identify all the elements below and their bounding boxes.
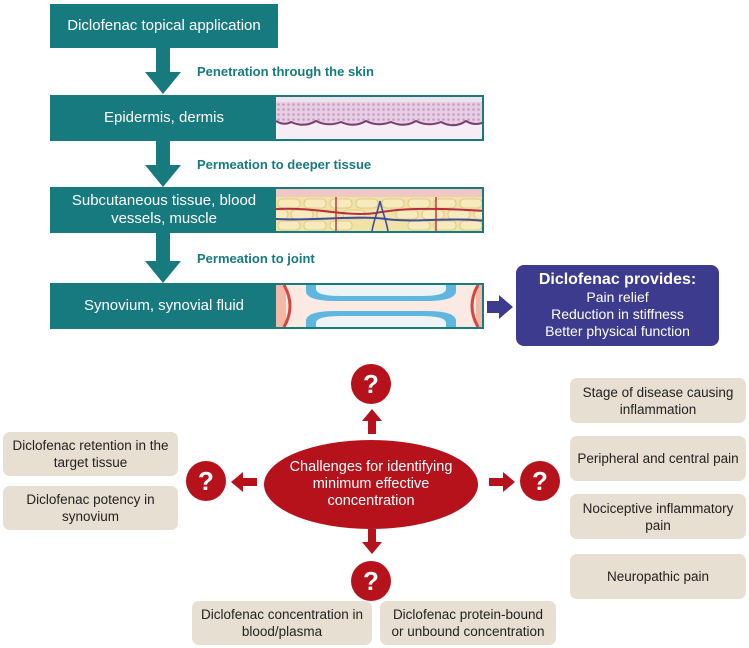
tissue-illustration: [276, 189, 482, 231]
provides-title: Diclofenac provides:: [538, 271, 697, 288]
down-arrow-2-icon: [145, 141, 181, 187]
arrow-label-deeper-tissue: Permeation to deeper tissue: [197, 157, 372, 172]
challenges-line-1: Challenges for identifying: [289, 459, 453, 475]
step-synovium: Synovium, synovial fluid: [50, 283, 484, 329]
provides-item-pain-relief: Pain relief: [586, 289, 649, 305]
arrow-label-joint: Permeation to joint: [197, 251, 315, 266]
left-box-potency: Diclofenac potency in synovium: [3, 486, 178, 530]
down-arrow-3-icon: [145, 233, 181, 283]
down-arrow-1-icon: [145, 48, 181, 94]
up-arrow-icon: [362, 409, 382, 434]
step-synovium-label: Synovium, synovial fluid: [52, 285, 276, 327]
bottom-box-protein-bound: Diclofenac protein-bound or unbound conc…: [380, 601, 556, 645]
right-arrow-provides-icon: [487, 295, 513, 319]
question-left-icon: ?: [186, 461, 226, 501]
step-epidermis: Epidermis, dermis: [50, 95, 484, 141]
top-box: Diclofenac topical application: [50, 4, 278, 48]
bottom-box-blood-concentration: Diclofenac concentration in blood/plasma: [192, 601, 372, 645]
joint-illustration: [276, 285, 482, 327]
left-arrow-icon: [231, 472, 257, 492]
arrow-label-penetration: Penetration through the skin: [197, 64, 374, 79]
down-arrow-red-icon: [362, 529, 382, 554]
provides-item-stiffness: Reduction in stiffness: [551, 306, 684, 322]
challenges-line-3: concentration: [327, 493, 415, 509]
provides-box: Diclofenac provides: Pain relief Reducti…: [516, 265, 719, 346]
skin-layer-illustration: [276, 97, 482, 139]
question-bottom-icon: ?: [351, 561, 391, 601]
question-top-icon: ?: [351, 364, 391, 404]
right-box-neuropathic: Neuropathic pain: [570, 554, 746, 599]
left-box-retention: Diclofenac retention in the target tissu…: [3, 432, 178, 476]
step-subcutaneous: Subcutaneous tissue, blood vessels, musc…: [50, 187, 484, 233]
step-epidermis-label: Epidermis, dermis: [52, 97, 276, 139]
right-box-nociceptive: Nociceptive inflammatory pain: [570, 494, 746, 539]
right-box-peripheral: Peripheral and central pain: [570, 436, 746, 481]
right-arrow-icon: [489, 472, 515, 492]
provides-item-physical-function: Better physical function: [545, 323, 690, 339]
challenges-line-2: minimum effective: [312, 476, 430, 492]
challenges-center-oval: Challenges for identifying minimum effec…: [264, 440, 478, 529]
step-subcutaneous-label: Subcutaneous tissue, blood vessels, musc…: [52, 189, 276, 231]
right-box-stage: Stage of disease causing inflammation: [570, 378, 746, 423]
question-right-icon: ?: [520, 461, 560, 501]
